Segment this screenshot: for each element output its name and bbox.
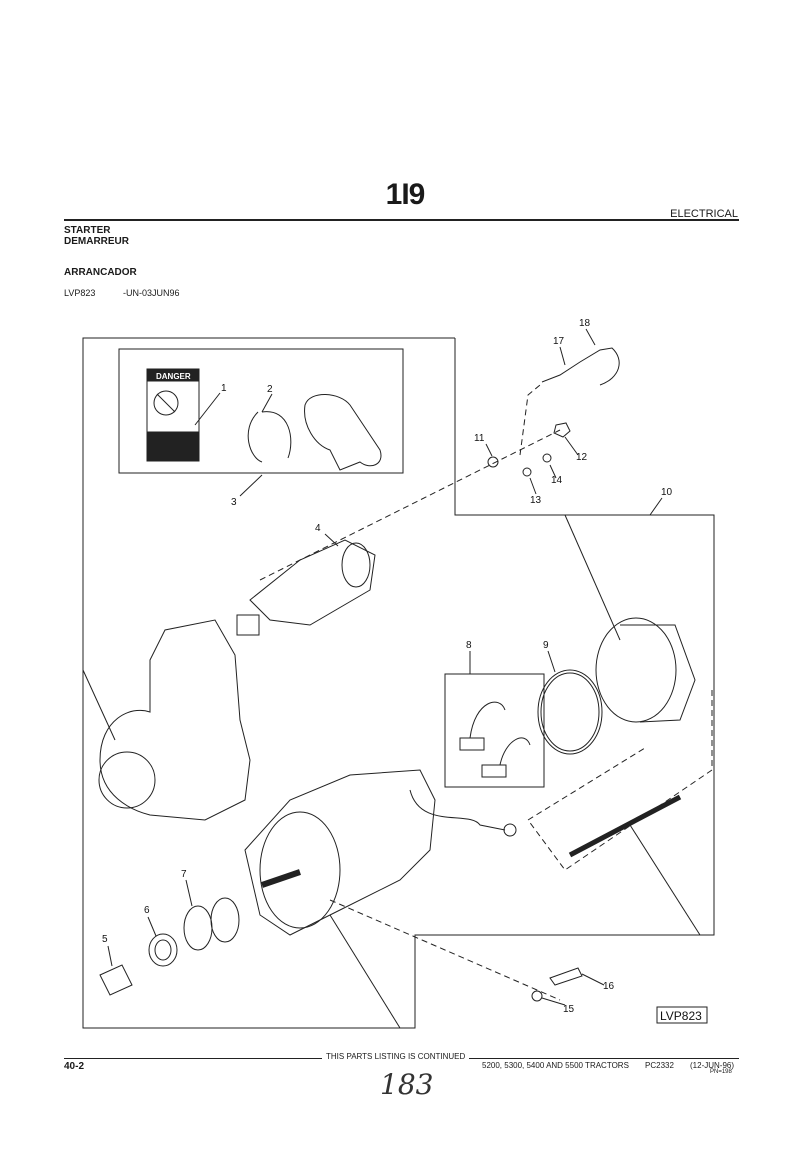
callout-7: 7 bbox=[181, 869, 187, 880]
pn-code: PN=198 bbox=[710, 1069, 732, 1075]
page-number: 1I9 bbox=[385, 178, 426, 211]
callout-5: 5 bbox=[102, 934, 108, 945]
callout-8: 8 bbox=[466, 640, 472, 651]
tractor-models: 5200, 5300, 5400 AND 5500 TRACTORS bbox=[482, 1061, 629, 1070]
change-code: -UN-03JUN96 bbox=[123, 288, 180, 298]
callout-12: 12 bbox=[576, 452, 588, 463]
title-french: DEMARREUR bbox=[64, 236, 129, 247]
callout-10: 10 bbox=[661, 487, 673, 498]
callout-14: 14 bbox=[551, 475, 563, 486]
callout-15: 15 bbox=[563, 1004, 575, 1015]
callout-labels: 1 2 3 4 5 6 7 8 9 10 11 12 13 14 15 16 1… bbox=[102, 318, 673, 1015]
callout-9: 9 bbox=[543, 640, 549, 651]
page-code: 40-2 bbox=[64, 1061, 85, 1072]
figure-label: LVP823 bbox=[660, 1009, 702, 1023]
handwritten-page-number: 183 bbox=[380, 1068, 434, 1101]
callout-1: 1 bbox=[221, 383, 227, 394]
title-english: STARTER bbox=[64, 225, 111, 236]
inset-box bbox=[118, 348, 404, 474]
callout-18: 18 bbox=[579, 318, 591, 329]
callout-3: 3 bbox=[231, 497, 237, 508]
danger-decal-text: DANGER bbox=[156, 372, 191, 381]
callout-4: 4 bbox=[315, 523, 321, 534]
assembly-frame bbox=[82, 337, 715, 1029]
figure-label-box bbox=[656, 1006, 708, 1024]
callout-13: 13 bbox=[530, 495, 542, 506]
illustration-code: LVP823 bbox=[64, 288, 96, 298]
catalog-code: PC2332 bbox=[645, 1061, 674, 1070]
title-spanish: ARRANCADOR bbox=[64, 267, 137, 278]
callout-6: 6 bbox=[144, 905, 150, 916]
callout-11: 11 bbox=[474, 433, 485, 444]
catalog-date: (12-JUN-96) bbox=[690, 1061, 735, 1070]
brush-kit-box bbox=[444, 673, 545, 788]
continued-notice: THIS PARTS LISTING IS CONTINUED bbox=[322, 1052, 470, 1061]
header-rule bbox=[64, 219, 739, 221]
callout-17: 17 bbox=[553, 336, 565, 347]
callout-2: 2 bbox=[267, 384, 273, 395]
section-title: ELECTRICAL bbox=[670, 208, 738, 220]
callout-16: 16 bbox=[603, 981, 615, 992]
